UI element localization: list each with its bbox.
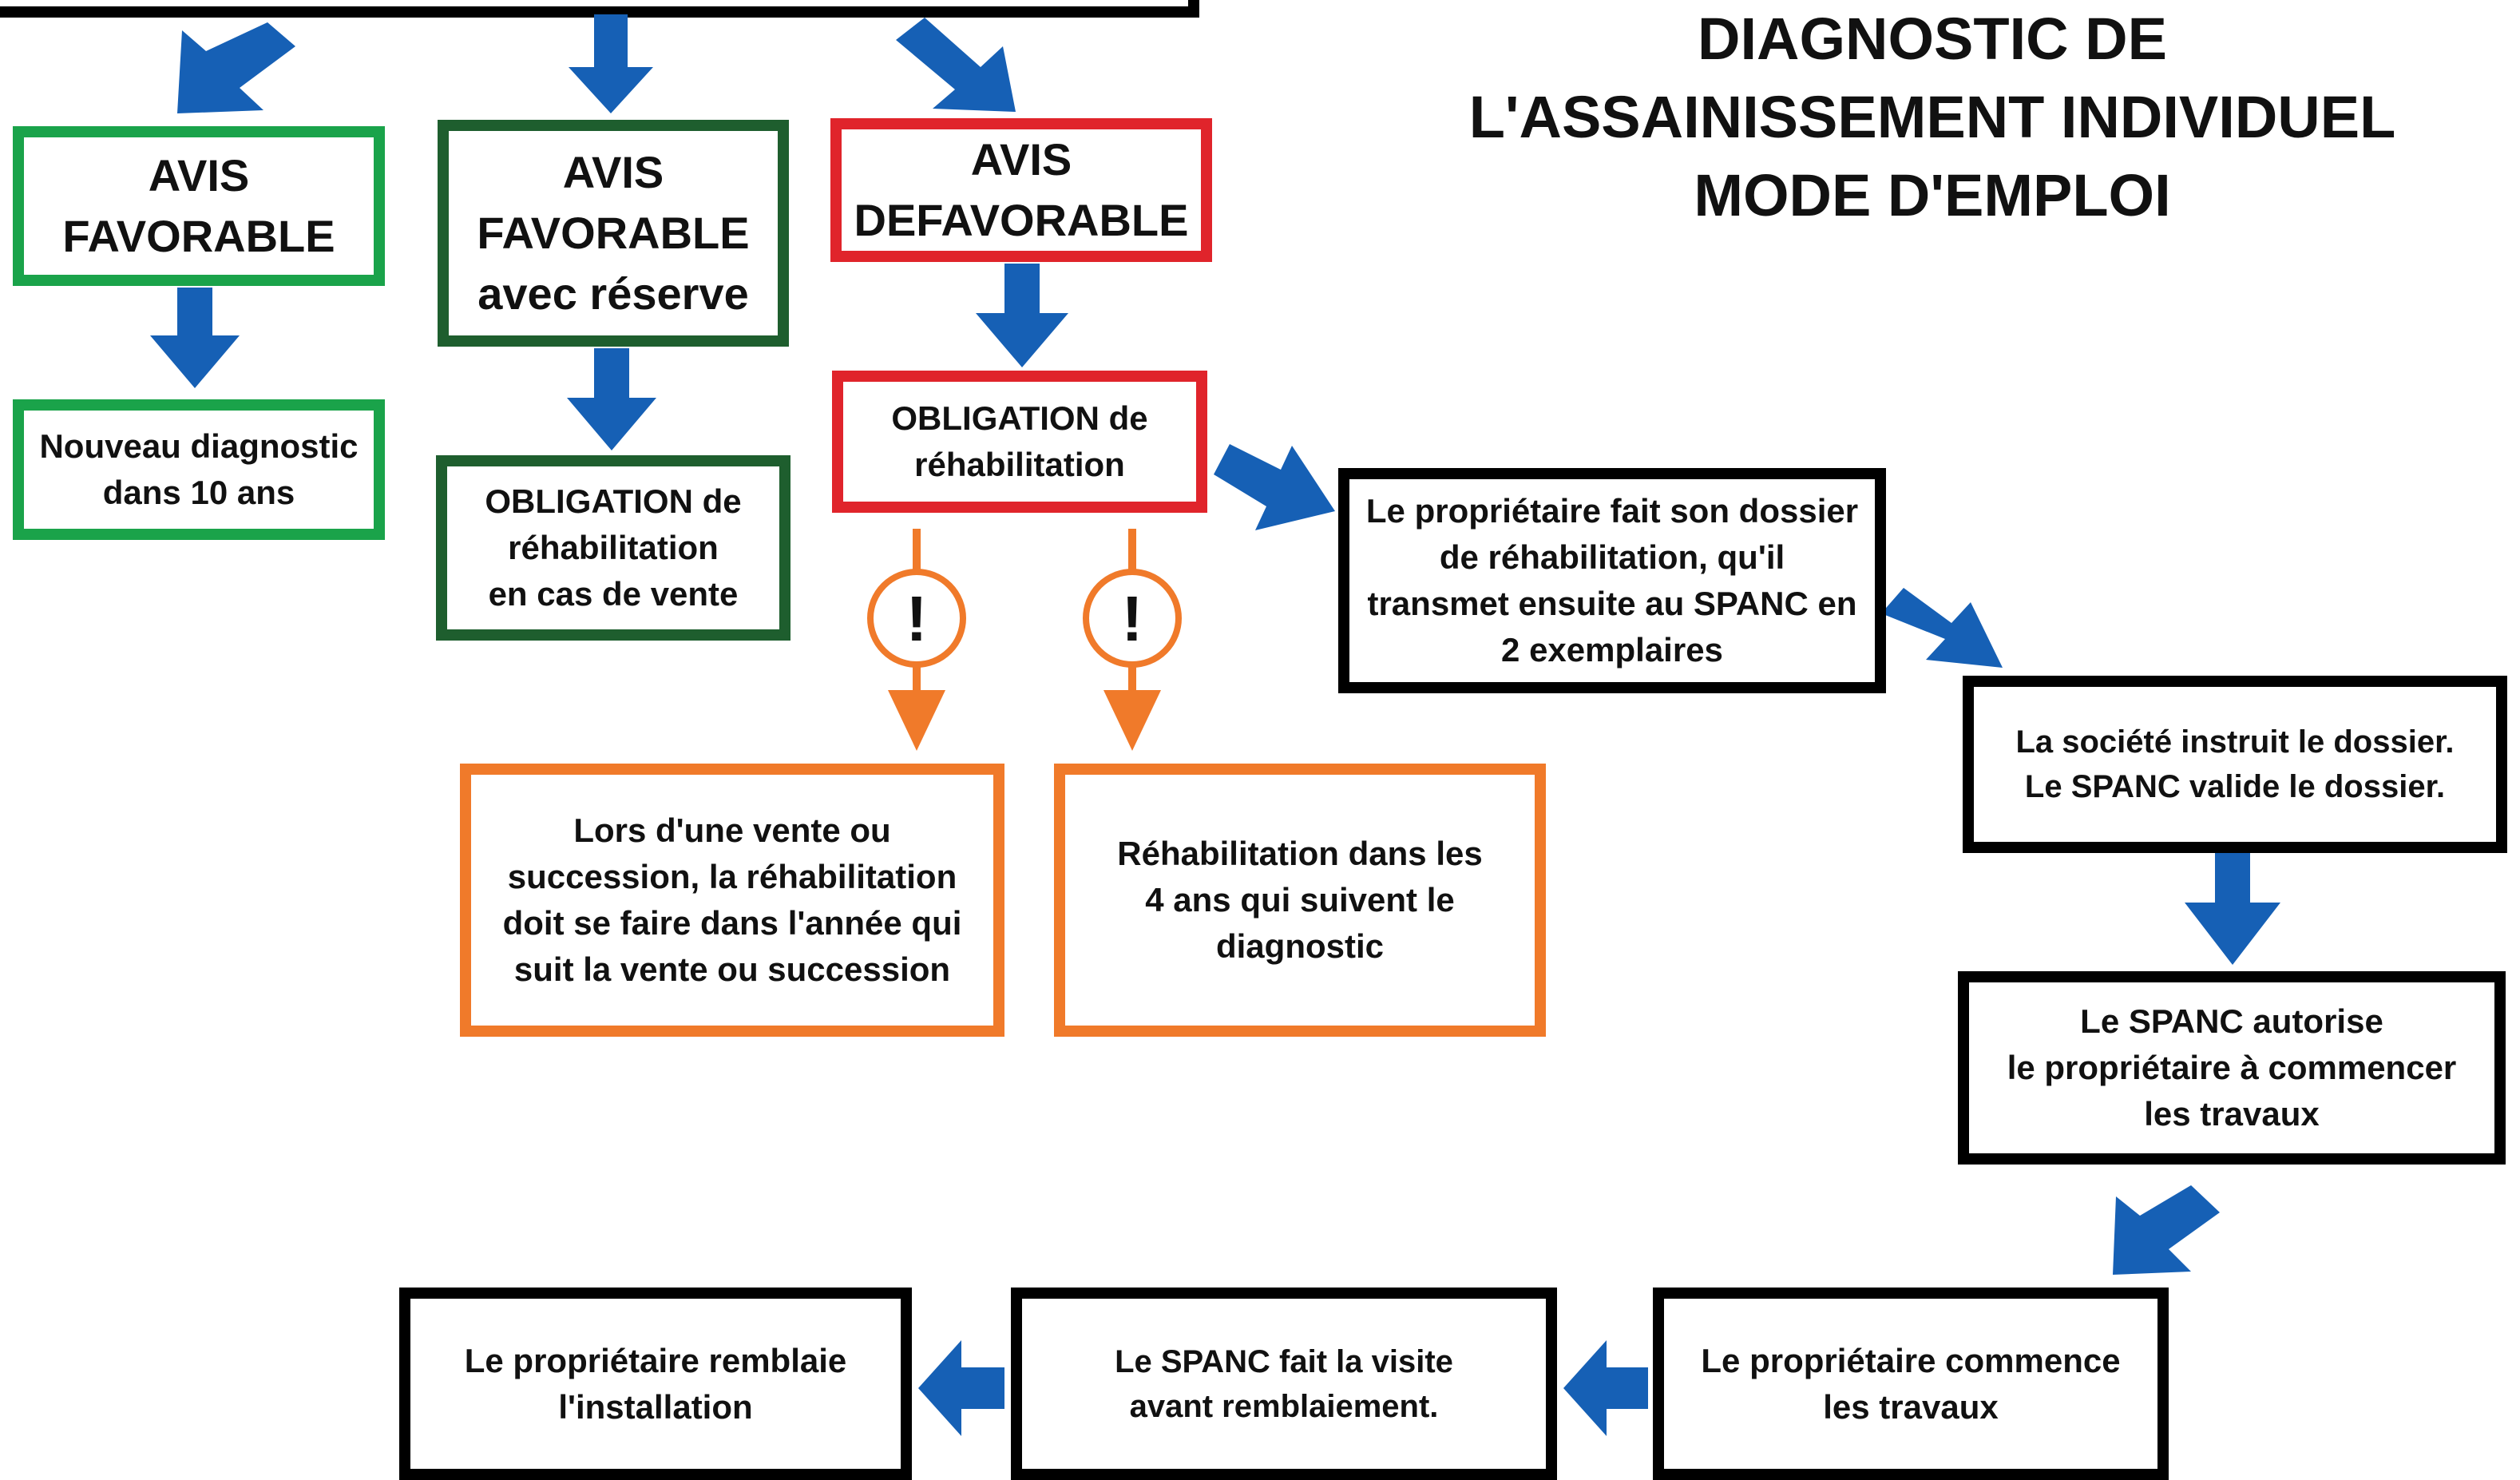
arrow-down-icon: [150, 288, 240, 388]
remblaie-box: Le propriétaire remblaie l'installation: [399, 1288, 912, 1480]
arrow-diagonal-icon: [2113, 1185, 2220, 1275]
obligation-rehab-box: OBLIGATION de réhabilitation: [832, 371, 1207, 513]
societe-label: La société instruit le dossier. Le SPANC…: [2015, 724, 2455, 804]
avis-defavorable-label: AVIS DEFAVORABLE: [854, 134, 1189, 245]
autorise-box: Le SPANC autorise le propriétaire à comm…: [1958, 971, 2506, 1165]
page-title: DIAGNOSTIC DE L'ASSAINISSEMENT INDIVIDUE…: [1468, 6, 2396, 228]
avis-favorable-label: AVIS FAVORABLE: [62, 150, 335, 261]
remblaie-label: Le propriétaire remblaie l'installation: [464, 1341, 847, 1426]
obligation-vente-label: OBLIGATION de réhabilitation en cas de v…: [485, 482, 742, 613]
obligation-rehab-label: OBLIGATION de réhabilitation: [891, 399, 1148, 483]
visite-box: Le SPANC fait la visite avant remblaieme…: [1011, 1288, 1557, 1480]
warning-mark: !: [906, 583, 928, 654]
arrow-diagonal-icon: [177, 22, 295, 113]
arrow-left-icon: [918, 1340, 1004, 1436]
societe-box: La société instruit le dossier. Le SPANC…: [1963, 676, 2507, 853]
avis-favorable-reserve-box: AVIS FAVORABLE avec réserve: [438, 120, 789, 347]
dossier-box: Le propriétaire fait son dossier de réha…: [1338, 468, 1886, 693]
visite-label: Le SPANC fait la visite avant remblaieme…: [1115, 1343, 1453, 1424]
arrow-down-icon: [1103, 690, 1161, 751]
nouveau-diagnostic-box: Nouveau diagnostic dans 10 ans: [13, 399, 385, 540]
arrow-diagonal-icon: [896, 18, 1016, 112]
avis-favorable-box: AVIS FAVORABLE: [13, 126, 385, 286]
avis-defavorable-box: AVIS DEFAVORABLE: [830, 118, 1212, 262]
arrow-down-icon: [976, 264, 1068, 367]
arrow-down-icon: [569, 14, 653, 113]
commence-label: Le propriétaire commence les travaux: [1701, 1341, 2121, 1426]
avis-favorable-reserve-label: AVIS FAVORABLE avec réserve: [477, 147, 750, 319]
lors-vente-label: Lors d'une vente ou succession, la réhab…: [502, 811, 962, 988]
arrow-diagonal-icon: [1881, 588, 2003, 668]
arrow-diagonal-icon: [1214, 444, 1335, 530]
autorise-label: Le SPANC autorise le propriétaire à comm…: [2007, 1002, 2457, 1133]
obligation-vente-box: OBLIGATION de réhabilitation en cas de v…: [436, 455, 790, 641]
lors-vente-box: Lors d'une vente ou succession, la réhab…: [460, 764, 1004, 1037]
dossier-label: Le propriétaire fait son dossier de réha…: [1365, 492, 1859, 669]
arrow-left-icon: [1563, 1340, 1648, 1436]
warning-mark: !: [1122, 583, 1143, 654]
top-bar: [0, 0, 1199, 18]
commence-box: Le propriétaire commence les travaux: [1653, 1288, 2169, 1480]
nouveau-diagnostic-label: Nouveau diagnostic dans 10 ans: [39, 427, 359, 511]
arrow-down-icon: [567, 348, 656, 450]
rehab-4-ans-label: Réhabilitation dans les 4 ans qui suiven…: [1117, 835, 1483, 965]
arrow-down-icon: [888, 690, 945, 751]
rehab-4-ans-box: Réhabilitation dans les 4 ans qui suiven…: [1054, 764, 1546, 1037]
arrow-down-icon: [2185, 853, 2280, 965]
